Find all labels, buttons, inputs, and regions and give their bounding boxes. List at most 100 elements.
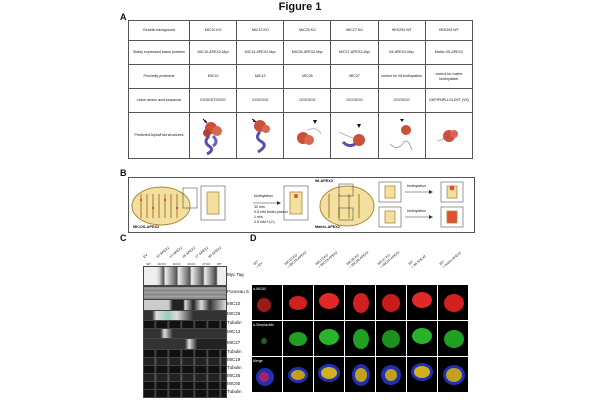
panel-label-a: A: [120, 12, 127, 22]
cell-fusion: IM-APEX2-Myc: [377, 40, 426, 65]
cell-fusion: MIC13-APEX2-Myc: [236, 40, 285, 65]
cell-background: MIC13 KO: [236, 20, 285, 41]
lane-mic26: 26-APEX2: [181, 245, 197, 259]
fusion-protein-table: Genetic background MIC10 KO MIC13 KO MIC…: [128, 20, 474, 159]
d-col-wt-ev: WT + EV: [252, 259, 264, 269]
micrograph-strep-im: [407, 321, 437, 356]
cell-background: MIC26 KO: [283, 20, 332, 41]
micrograph-merge-mic27: [376, 357, 406, 392]
micrograph-strep-mic10: [283, 321, 313, 356]
blot-label-mic25: MIC25: [227, 373, 241, 378]
blot-label-tubulin-3: Tubulin: [227, 365, 242, 370]
alphafold-structure-im: [377, 112, 426, 159]
matrix-apex2-label: Matrix-APEX2: [315, 225, 340, 229]
micrograph-merge-mic13: [314, 357, 344, 392]
d-col-mic10: MIC10 KO + MIC10-APEX2: [283, 250, 308, 269]
cell-linker: GGGSGG: [377, 88, 426, 113]
lane-mic10: 10-APEX2: [155, 245, 171, 259]
d-col-matrix: WT + matrix-APEX2: [438, 250, 462, 269]
cell-background: MIC27 KO: [330, 20, 379, 41]
micrograph-mic60-mic13: [314, 285, 344, 320]
cell-proteome: MIC26: [283, 64, 332, 89]
row-header-background: Genetic background: [128, 20, 190, 41]
blot-label-mic13: MIC13: [227, 329, 241, 334]
panel-label-c: C: [120, 233, 127, 243]
blot-label-mic10: MIC10: [227, 301, 241, 306]
micrograph-mic60-mic26: [345, 285, 375, 320]
alphafold-structure-matrix: [424, 112, 474, 159]
d-col-mic13: MIC13 KO + MIC13-APEX2: [314, 250, 339, 269]
alphafold-structure-mic10: [188, 112, 238, 159]
cell-linker: GGGSGG: [236, 88, 285, 113]
blot-label-tubulin-4: Tubulin: [227, 389, 242, 394]
cell-proteome: control for matrix biotinylation: [424, 64, 474, 89]
blot-label-mic27: MIC27: [227, 340, 241, 345]
cell-background: HEK293 WT: [424, 20, 474, 41]
cell-background: MIC10 KO: [188, 20, 238, 41]
micrograph-mic60-mic27: [376, 285, 406, 320]
biotinylation-label-matrix: biotinylation: [407, 209, 426, 213]
blot-label-tubulin-1: Tubulin: [227, 320, 242, 325]
condition-1: 30 min: [254, 205, 265, 209]
alphafold-structure-mic27: [330, 112, 379, 159]
cell-proteome: MIC10: [188, 64, 238, 89]
cell-fusion: MIC27-APEX2-Myc: [330, 40, 379, 65]
condition-3: 1 min: [254, 215, 263, 219]
cell-proteome: control for IM biotinylation: [377, 64, 426, 89]
cell-proteome: MIC27: [330, 64, 379, 89]
cell-fusion: MIC10-APEX2-Myc: [188, 40, 238, 65]
blot-label-tubulin-2: Tubulin: [227, 349, 242, 354]
blot-label-mic26: MIC26: [227, 311, 241, 316]
lane-im: IM-APEX2: [207, 245, 223, 259]
biotinylation-label-im: biotinylation: [407, 184, 426, 188]
micrograph-mic60-wt: [252, 285, 282, 320]
d-row-mic60: α-MIC60: [253, 287, 267, 291]
micrograph-merge-matrix: [438, 357, 468, 392]
blot-ponceau: [143, 286, 227, 300]
micrograph-merge-mic26: [345, 357, 375, 392]
blot-label-ponceau: Ponceau S: [227, 289, 250, 294]
micrograph-mic60-mic10: [283, 285, 313, 320]
row-header-fusion: Stably expressed fusion proteins: [128, 40, 190, 65]
micrograph-merge-im: [407, 357, 437, 392]
d-col-mic26: MIC26 KO + MIC26-APEX2: [345, 250, 370, 269]
micrograph-strep-matrix: [438, 321, 468, 356]
blot-label-mic19: MIC19: [227, 357, 241, 362]
blot-tubulin-4: [143, 389, 227, 398]
lane-backgrounds: WT 10 KO 13 KO 26 KO 27 KO WT: [146, 262, 222, 266]
panel-label-b: B: [120, 168, 127, 178]
micrograph-mic60-im: [407, 285, 437, 320]
blot-label-myc: Myc Tag: [227, 272, 244, 277]
row-header-structures: Predicted AlphaFold structures: [128, 112, 190, 159]
micrograph-merge-mic10: [283, 357, 313, 392]
mitochondria-schematic: [131, 181, 464, 228]
cell-linker: GKPIPNPLLGLDST (V5): [424, 88, 474, 113]
d-row-streptavidin: α-Streptavidin: [253, 323, 274, 327]
figure-title: Figure 1: [278, 1, 322, 13]
micrograph-merge-wt: [252, 357, 282, 392]
blot-label-mic60: MIC60: [227, 381, 241, 386]
row-header-linker: Linker amino acid sequence: [128, 88, 190, 113]
lane-mic27: 27-APEX2: [194, 245, 210, 259]
micrograph-strep-mic27: [376, 321, 406, 356]
cell-proteome: MIC13: [236, 64, 285, 89]
cell-fusion: MIC26-APEX2-Myc: [283, 40, 332, 65]
biotinylation-label: biotinylation: [254, 194, 273, 198]
lane-mic13: 13-APEX2: [168, 245, 184, 259]
condition-2: 0.5 mM biotin-phenol: [254, 210, 288, 214]
micrograph-strep-mic13: [314, 321, 344, 356]
labeling-schematic: MICOS-APEX2 IM-APEX2 Matrix-APEX2 biotin…: [128, 177, 475, 233]
cell-linker: GGGSGG: [330, 88, 379, 113]
cell-fusion: Matrix-V5-APEX2: [424, 40, 474, 65]
d-col-im: WT + IM-APEX2: [407, 253, 427, 269]
condition-4: 0.5 mM H₂O₂: [254, 220, 276, 224]
alphafold-structure-mic26: [283, 112, 332, 159]
cell-background: HEK293 WT: [377, 20, 426, 41]
blot-myc-tag: [143, 266, 227, 286]
micrograph-mic60-matrix: [438, 285, 468, 320]
alphafold-structure-mic13: [236, 112, 285, 159]
row-header-proteome: Proximity proteome: [128, 64, 190, 89]
micrograph-strep-mic26: [345, 321, 375, 356]
d-col-mic27: MIC27 KO + MIC27-APEX2: [376, 250, 401, 269]
micos-apex2-label: MICOS-APEX2: [133, 225, 160, 229]
